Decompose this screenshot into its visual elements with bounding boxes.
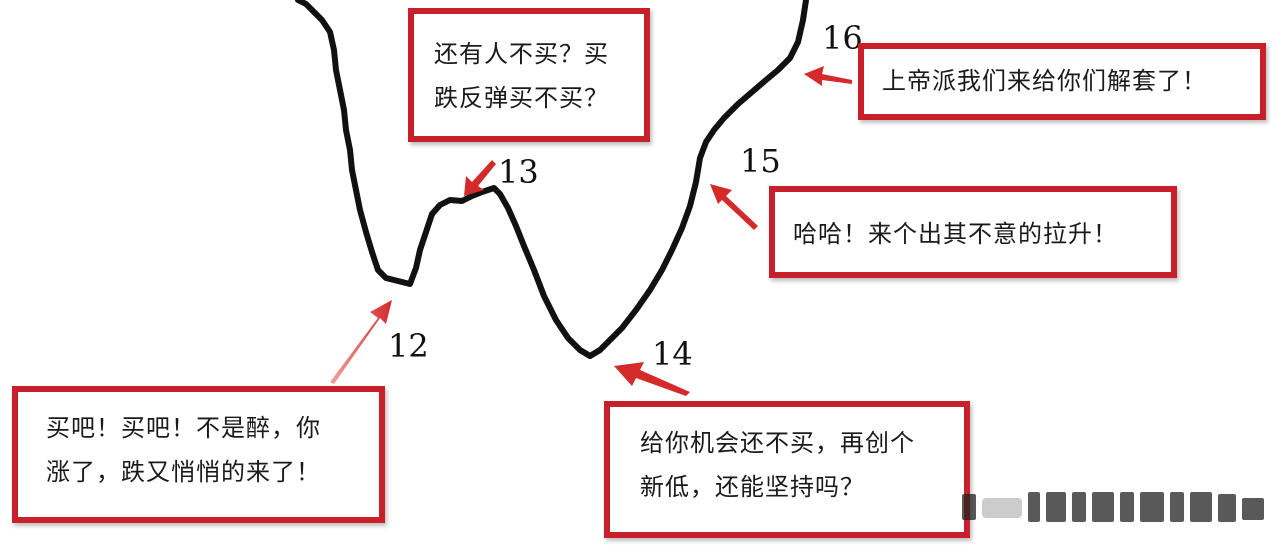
callout-16-line-1: 上帝派我们来给你们解套了！ <box>882 67 1207 95</box>
arrow-16 <box>804 66 852 86</box>
callout-14-line-1: 给你机会还不买，再创个 <box>640 429 915 457</box>
callout-box-13: 还有人不买？买 跌反弹买不买？ <box>408 8 650 142</box>
callout-13-line-1: 还有人不买？买 <box>434 40 609 68</box>
callout-14-line-2: 新低，还能坚持吗？ <box>640 473 865 501</box>
point-label-13: 13 <box>498 153 539 191</box>
point-label-14: 14 <box>652 335 693 373</box>
price-curve <box>295 0 809 359</box>
callout-box-16: 上帝派我们来给你们解套了！ <box>858 43 1266 120</box>
watermark-logo <box>962 492 1264 522</box>
callout-15-line-1: 哈哈！来个出其不意的拉升！ <box>793 220 1118 248</box>
callout-13-line-2: 跌反弹买不买？ <box>434 84 609 112</box>
arrow-12 <box>330 300 392 384</box>
arrow-13 <box>464 160 496 196</box>
callout-12-line-2: 涨了，跌又悄悄的来了！ <box>46 458 321 486</box>
point-label-15: 15 <box>740 142 781 180</box>
point-label-16: 16 <box>822 19 863 57</box>
callout-box-15: 哈哈！来个出其不意的拉升！ <box>769 186 1177 278</box>
callout-box-14: 给你机会还不买，再创个 新低，还能坚持吗？ <box>604 401 970 538</box>
callout-box-12: 买吧！买吧！不是醉，你 涨了，跌又悄悄的来了！ <box>12 386 385 523</box>
callout-12-line-1: 买吧！买吧！不是醉，你 <box>46 414 321 442</box>
arrow-14 <box>614 362 690 396</box>
point-label-12: 12 <box>388 327 429 365</box>
arrow-15 <box>710 184 758 230</box>
